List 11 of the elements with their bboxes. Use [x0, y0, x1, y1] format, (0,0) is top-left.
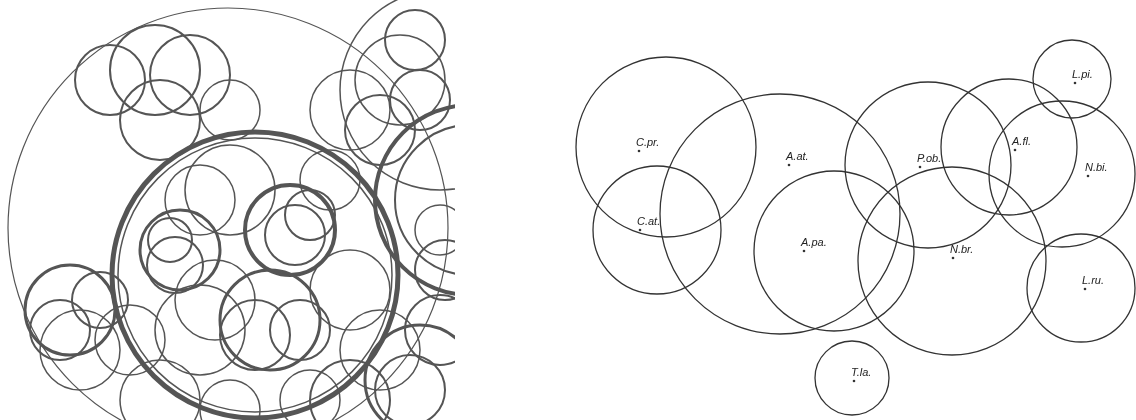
species-label: A.fl.: [1012, 135, 1031, 148]
species-label: C.at.: [637, 215, 661, 228]
species-label: A.at.: [786, 150, 809, 163]
species-label: P.ob.: [917, 152, 942, 165]
species-label: L.ru.: [1082, 274, 1104, 287]
species-label: T.la.: [851, 366, 872, 379]
species-label: A.pa.: [801, 236, 827, 249]
species-label: C.pr.: [636, 136, 660, 149]
species-label: N.br.: [950, 243, 974, 256]
species-label: L.pi.: [1072, 68, 1093, 81]
species-label: N.bi.: [1085, 161, 1108, 174]
